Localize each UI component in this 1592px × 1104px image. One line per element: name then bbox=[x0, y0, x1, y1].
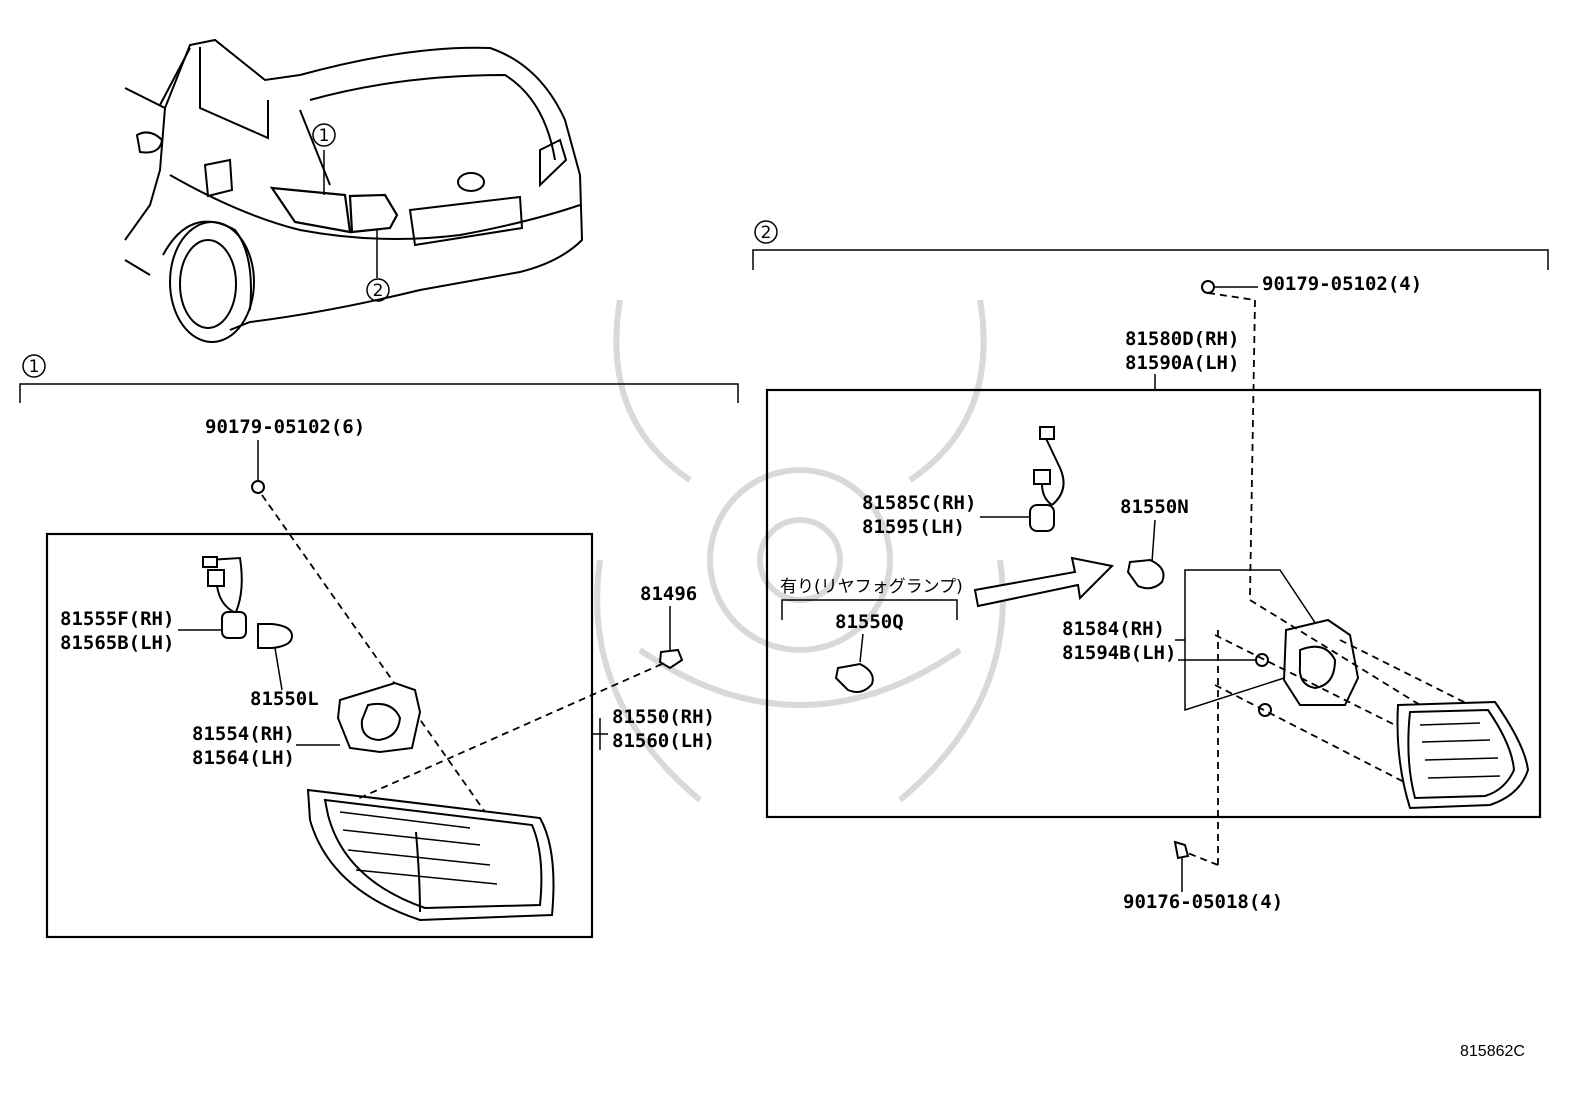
connector-icon bbox=[1033, 469, 1051, 485]
group-1-box bbox=[45, 532, 594, 939]
nut-icon bbox=[658, 648, 684, 670]
socket-wire bbox=[207, 556, 243, 613]
label-gasket-rh: 81554(RH) bbox=[192, 723, 295, 745]
label-gasket-rh: 81584(RH) bbox=[1062, 618, 1165, 640]
bulb-icon bbox=[257, 623, 294, 649]
section-1-bracket bbox=[19, 383, 739, 403]
callout-label: 2 bbox=[373, 281, 384, 301]
connector-icon bbox=[1039, 426, 1055, 440]
socket-wire bbox=[1041, 429, 1065, 506]
vehicle-rear-view bbox=[124, 38, 584, 343]
callout-2-car: 2 bbox=[366, 278, 390, 302]
inner-lamp-lens-icon bbox=[1396, 700, 1530, 810]
gasket-icon bbox=[336, 681, 422, 754]
gasket-icon bbox=[1282, 618, 1360, 706]
clip-icon bbox=[1255, 653, 1269, 667]
callout-1-car: 1 bbox=[312, 123, 336, 147]
label-screw-bottom: 90176-05018(4) bbox=[1123, 891, 1283, 913]
label-bulb-main: 81550N bbox=[1120, 496, 1189, 518]
bulb-icon bbox=[1126, 558, 1165, 590]
socket-icon bbox=[221, 611, 247, 639]
callout-label: 1 bbox=[319, 126, 330, 146]
label-bulb: 81550L bbox=[250, 688, 319, 710]
tail-lamp-lens-icon bbox=[306, 788, 555, 922]
label-socket-lh: 81565B(LH) bbox=[60, 632, 174, 654]
diagram-code: 815862C bbox=[1460, 1043, 1525, 1060]
label-socket-lh: 81595(LH) bbox=[862, 516, 965, 538]
label-assembly-rh: 81580D(RH) bbox=[1125, 328, 1239, 350]
group-1-outer-lamp: 90179-05102(6) 81555F(RH) 81565B(LH) 815… bbox=[45, 416, 715, 939]
section-2-bracket bbox=[752, 249, 1549, 270]
label-lamp-lh: 81560(LH) bbox=[612, 730, 715, 752]
callout-label: 2 bbox=[761, 223, 772, 243]
label-gasket-lh: 81564(LH) bbox=[192, 747, 295, 769]
screw-icon bbox=[1201, 280, 1215, 294]
connector-icon bbox=[207, 569, 225, 587]
label-socket-rh: 81555F(RH) bbox=[60, 608, 174, 630]
label-lamp-rh: 81550(RH) bbox=[612, 706, 715, 728]
label-clip-screw: 90179-05102(6) bbox=[205, 416, 365, 438]
label-socket-rh: 81585C(RH) bbox=[862, 492, 976, 514]
callout-1-section: 1 bbox=[22, 354, 46, 378]
label-assembly-lh: 81590A(LH) bbox=[1125, 352, 1239, 374]
screw-icon bbox=[251, 480, 265, 494]
label-option-note: 有り(リヤフォグランプ) bbox=[780, 577, 963, 597]
callout-label: 1 bbox=[29, 357, 40, 377]
bulb-icon bbox=[834, 662, 874, 693]
screw-icon bbox=[1173, 840, 1190, 860]
callout-2-section: 2 bbox=[754, 220, 778, 244]
group-2-inner-lamp: 90179-05102(4) 81580D(RH) 81590A(LH) 815… bbox=[765, 273, 1542, 913]
socket-icon bbox=[1029, 504, 1055, 532]
label-screw-top: 90179-05102(4) bbox=[1262, 273, 1422, 295]
label-gasket-lh: 81594B(LH) bbox=[1062, 642, 1176, 664]
clip-icon bbox=[1258, 703, 1272, 717]
connector-icon bbox=[202, 556, 218, 568]
group-2-box bbox=[765, 388, 1542, 819]
label-bulb-fog: 81550Q bbox=[835, 611, 904, 633]
arrow-icon bbox=[973, 556, 1115, 608]
label-nut: 81496 bbox=[640, 583, 697, 605]
